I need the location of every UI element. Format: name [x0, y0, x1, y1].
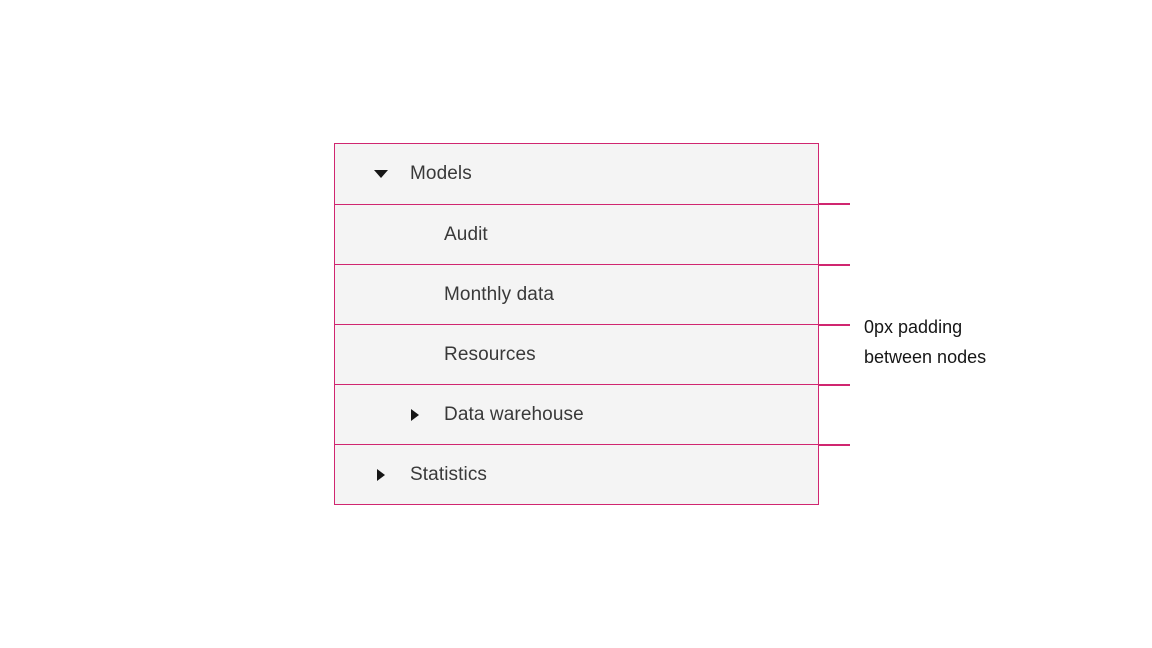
tree-item-resources[interactable]: Resources [335, 324, 818, 384]
icon-spacer [407, 227, 423, 243]
tree-item-models[interactable]: Models [335, 144, 818, 204]
annotation-text: 0px padding between nodes [864, 312, 986, 372]
tree-item-label: Audit [444, 223, 488, 245]
icon-spacer [407, 287, 423, 303]
tree-item-label: Statistics [410, 463, 488, 485]
spacing-annotation-line [819, 203, 850, 205]
tree-item-label: Models [410, 163, 472, 184]
tree-item-statistics[interactable]: Statistics [335, 444, 818, 504]
tree-item-label: Monthly data [444, 283, 554, 305]
icon-spacer [407, 347, 423, 363]
spacing-annotation-line [819, 264, 850, 266]
spacing-annotation-line [819, 444, 850, 446]
tree-item-monthly-data[interactable]: Monthly data [335, 264, 818, 324]
spacing-annotation-line [819, 384, 850, 386]
caret-right-icon[interactable] [373, 467, 389, 483]
annotation-line-1: 0px padding [864, 317, 963, 337]
tree-item-label: Data warehouse [444, 403, 584, 425]
spacing-annotation-line [819, 324, 850, 326]
chevron-down-icon[interactable] [373, 166, 389, 182]
tree-item-audit[interactable]: Audit [335, 204, 818, 264]
tree-item-data-warehouse[interactable]: Data warehouse [335, 384, 818, 444]
tree-item-label: Resources [444, 343, 536, 365]
caret-right-icon[interactable] [407, 407, 423, 423]
annotation-line-2: between nodes [864, 347, 987, 367]
tree-view: Models Audit Monthly data Resources Data… [334, 143, 819, 505]
